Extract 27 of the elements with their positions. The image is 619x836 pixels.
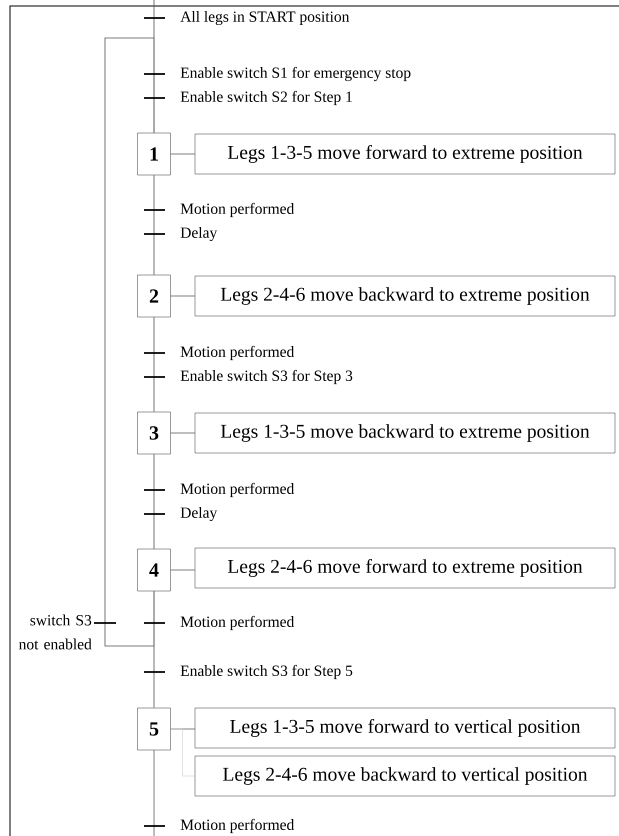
transition-label: Motion performed: [180, 202, 294, 218]
transition-label: Delay: [180, 226, 218, 242]
action-box: Legs 1-3-5 move forward to vertical position: [194, 708, 616, 748]
transition-label: Delay: [180, 506, 218, 522]
transition-label: switch S3 not enabled: [19, 614, 92, 650]
transition-label: Enable switch S3 for Step 3: [180, 370, 352, 384]
step-box: 1: [137, 132, 171, 176]
action-box: Legs 2-4-6 move backward to extreme position: [194, 276, 616, 316]
connector-line: [170, 432, 196, 434]
connector-line: [170, 728, 195, 776]
transition-label: All legs in START position: [180, 10, 350, 26]
action-box: Legs 2-4-6 move backward to vertical position: [194, 756, 616, 796]
step-box: 5: [137, 708, 171, 750]
action-box: Legs 1-3-5 move backward to extreme position: [194, 412, 616, 454]
action-box: Legs 2-4-6 move forward to extreme position: [194, 548, 616, 588]
transition-label: Motion performed: [180, 818, 294, 834]
transition-label: Motion performed: [180, 346, 294, 360]
step-box: 3: [137, 412, 171, 454]
transition-label: Motion performed: [180, 482, 294, 498]
step-box: 2: [137, 274, 171, 318]
transition-label: Motion performed: [180, 616, 294, 630]
transition-label: Enable switch S1 for emergency stop: [180, 66, 410, 82]
transition-label: Enable switch S3 for Step 5: [180, 664, 352, 680]
step-box: 4: [137, 548, 171, 592]
connector-line: [104, 38, 154, 646]
action-box: Legs 1-3-5 move forward to extreme position: [194, 134, 616, 174]
transition-label: Enable switch S2 for Step 1: [180, 90, 352, 106]
